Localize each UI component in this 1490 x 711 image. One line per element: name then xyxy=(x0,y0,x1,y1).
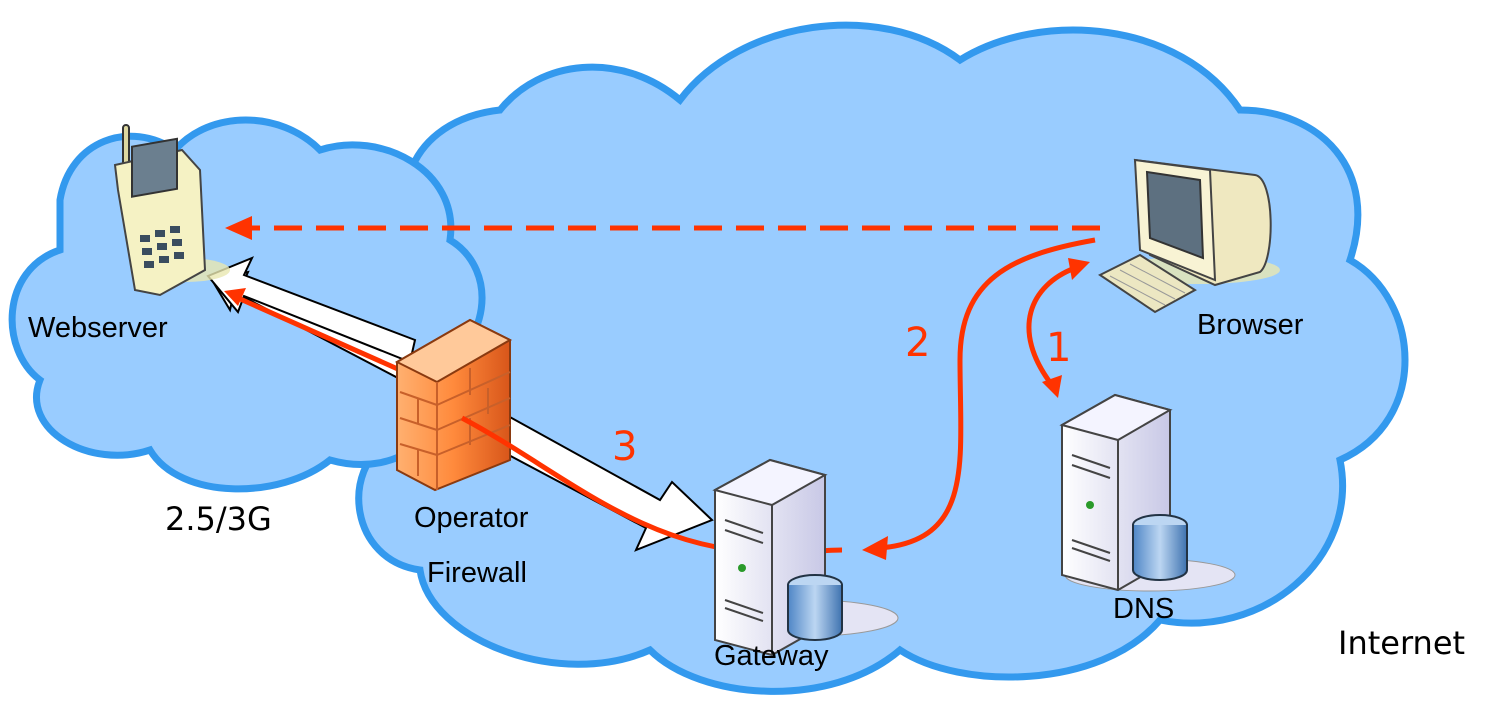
step-2-label: 2 xyxy=(905,320,931,366)
step-1-label: 1 xyxy=(1046,325,1072,371)
gateway-server-icon xyxy=(712,458,899,657)
browser-label: Browser xyxy=(1197,309,1304,341)
operator-label: Operator xyxy=(414,502,529,534)
internet-cloud xyxy=(354,21,1409,695)
red-path-step2 xyxy=(862,237,1096,560)
dashed-arrow-browser-to-webserver xyxy=(225,216,1100,240)
red-path-step1 xyxy=(1026,258,1090,398)
gateway-label: Gateway xyxy=(714,640,829,672)
firewall-label: Firewall xyxy=(427,557,527,589)
webserver-label: Webserver xyxy=(28,312,168,344)
webserver-phone-icon xyxy=(113,124,230,297)
white-arrow-to-webserver xyxy=(206,256,417,380)
dns-server-icon xyxy=(1059,393,1236,592)
mobile-network-label: 2.5/3G xyxy=(165,500,272,538)
browser-computer-icon xyxy=(1098,158,1280,314)
internet-label: Internet xyxy=(1338,624,1466,662)
dns-label: DNS xyxy=(1113,593,1175,625)
firewall-icon xyxy=(394,318,513,492)
step-3-label: 3 xyxy=(612,424,638,470)
